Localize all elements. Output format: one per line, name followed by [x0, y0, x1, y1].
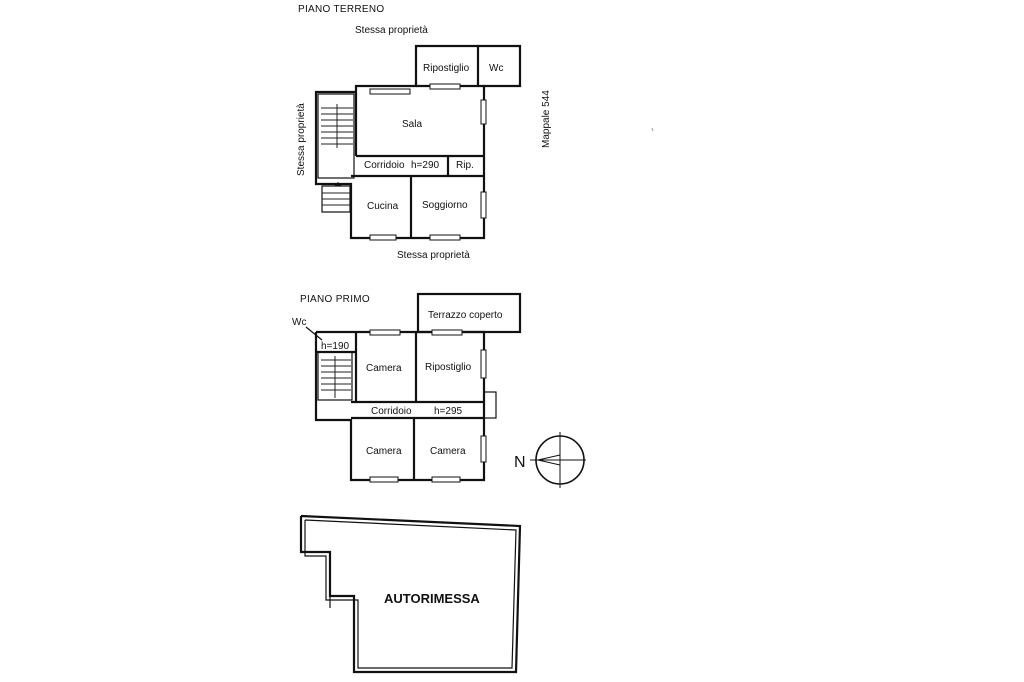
first-room-storage: Ripostiglio [425, 362, 472, 373]
ground-stair-well [317, 93, 355, 179]
first-room-bedroom-right: Camera [430, 446, 466, 457]
ground-stairs [321, 104, 353, 148]
first-room-wc: Wc [292, 317, 306, 328]
ground-floor-title: PIANO TERRENO [298, 4, 385, 15]
compass-north-label: N [514, 454, 526, 471]
ground-corridor-height: h=290 [411, 160, 440, 171]
first-room-bedroom-top: Camera [366, 363, 402, 374]
boundary-label-right: Mappale 544 [541, 90, 552, 148]
garage-inner-wall [304, 519, 517, 669]
garage-plan: AUTORIMESSA [299, 514, 522, 674]
first-stairs [317, 351, 353, 401]
ground-room-storage: Ripostiglio [423, 63, 470, 74]
entrance-arrow-icon [334, 182, 342, 186]
ground-room-corridor: Corridoio [364, 160, 405, 171]
ground-room-closet: Rip. [456, 160, 474, 171]
boundary-label-bottom: Stessa proprietà [397, 250, 470, 261]
garage-label: AUTORIMESSA [384, 591, 480, 606]
first-balcony [483, 391, 497, 419]
first-floor-plan: PIANO PRIMO Wc [292, 292, 522, 483]
wc-leader-line [305, 326, 323, 341]
boundary-label-top: Stessa proprietà [355, 25, 428, 36]
boundary-label-left: Stessa proprietà [296, 103, 307, 176]
first-room-corridor: Corridoio [371, 406, 412, 417]
ground-room-wc: Wc [489, 63, 503, 74]
first-floor-title: PIANO PRIMO [300, 294, 370, 305]
garage-outer-wall [299, 514, 522, 674]
first-room-terrace: Terrazzo coperto [428, 310, 503, 321]
ground-outer-wall [314, 44, 522, 240]
stray-mark [651, 127, 654, 132]
first-room-bedroom-left: Camera [366, 446, 402, 457]
ground-room-kitchen: Cucina [367, 201, 399, 212]
first-corridor-height: h=295 [434, 406, 463, 417]
ground-room-hall: Sala [402, 119, 422, 130]
first-wc-height: h=190 [321, 341, 350, 352]
first-outer-wall [314, 330, 486, 482]
ground-room-living: Soggiorno [422, 200, 468, 211]
north-compass-icon: N [514, 432, 586, 488]
ground-floor-plan: PIANO TERRENO Stessa proprietà Stessa pr… [296, 4, 552, 261]
